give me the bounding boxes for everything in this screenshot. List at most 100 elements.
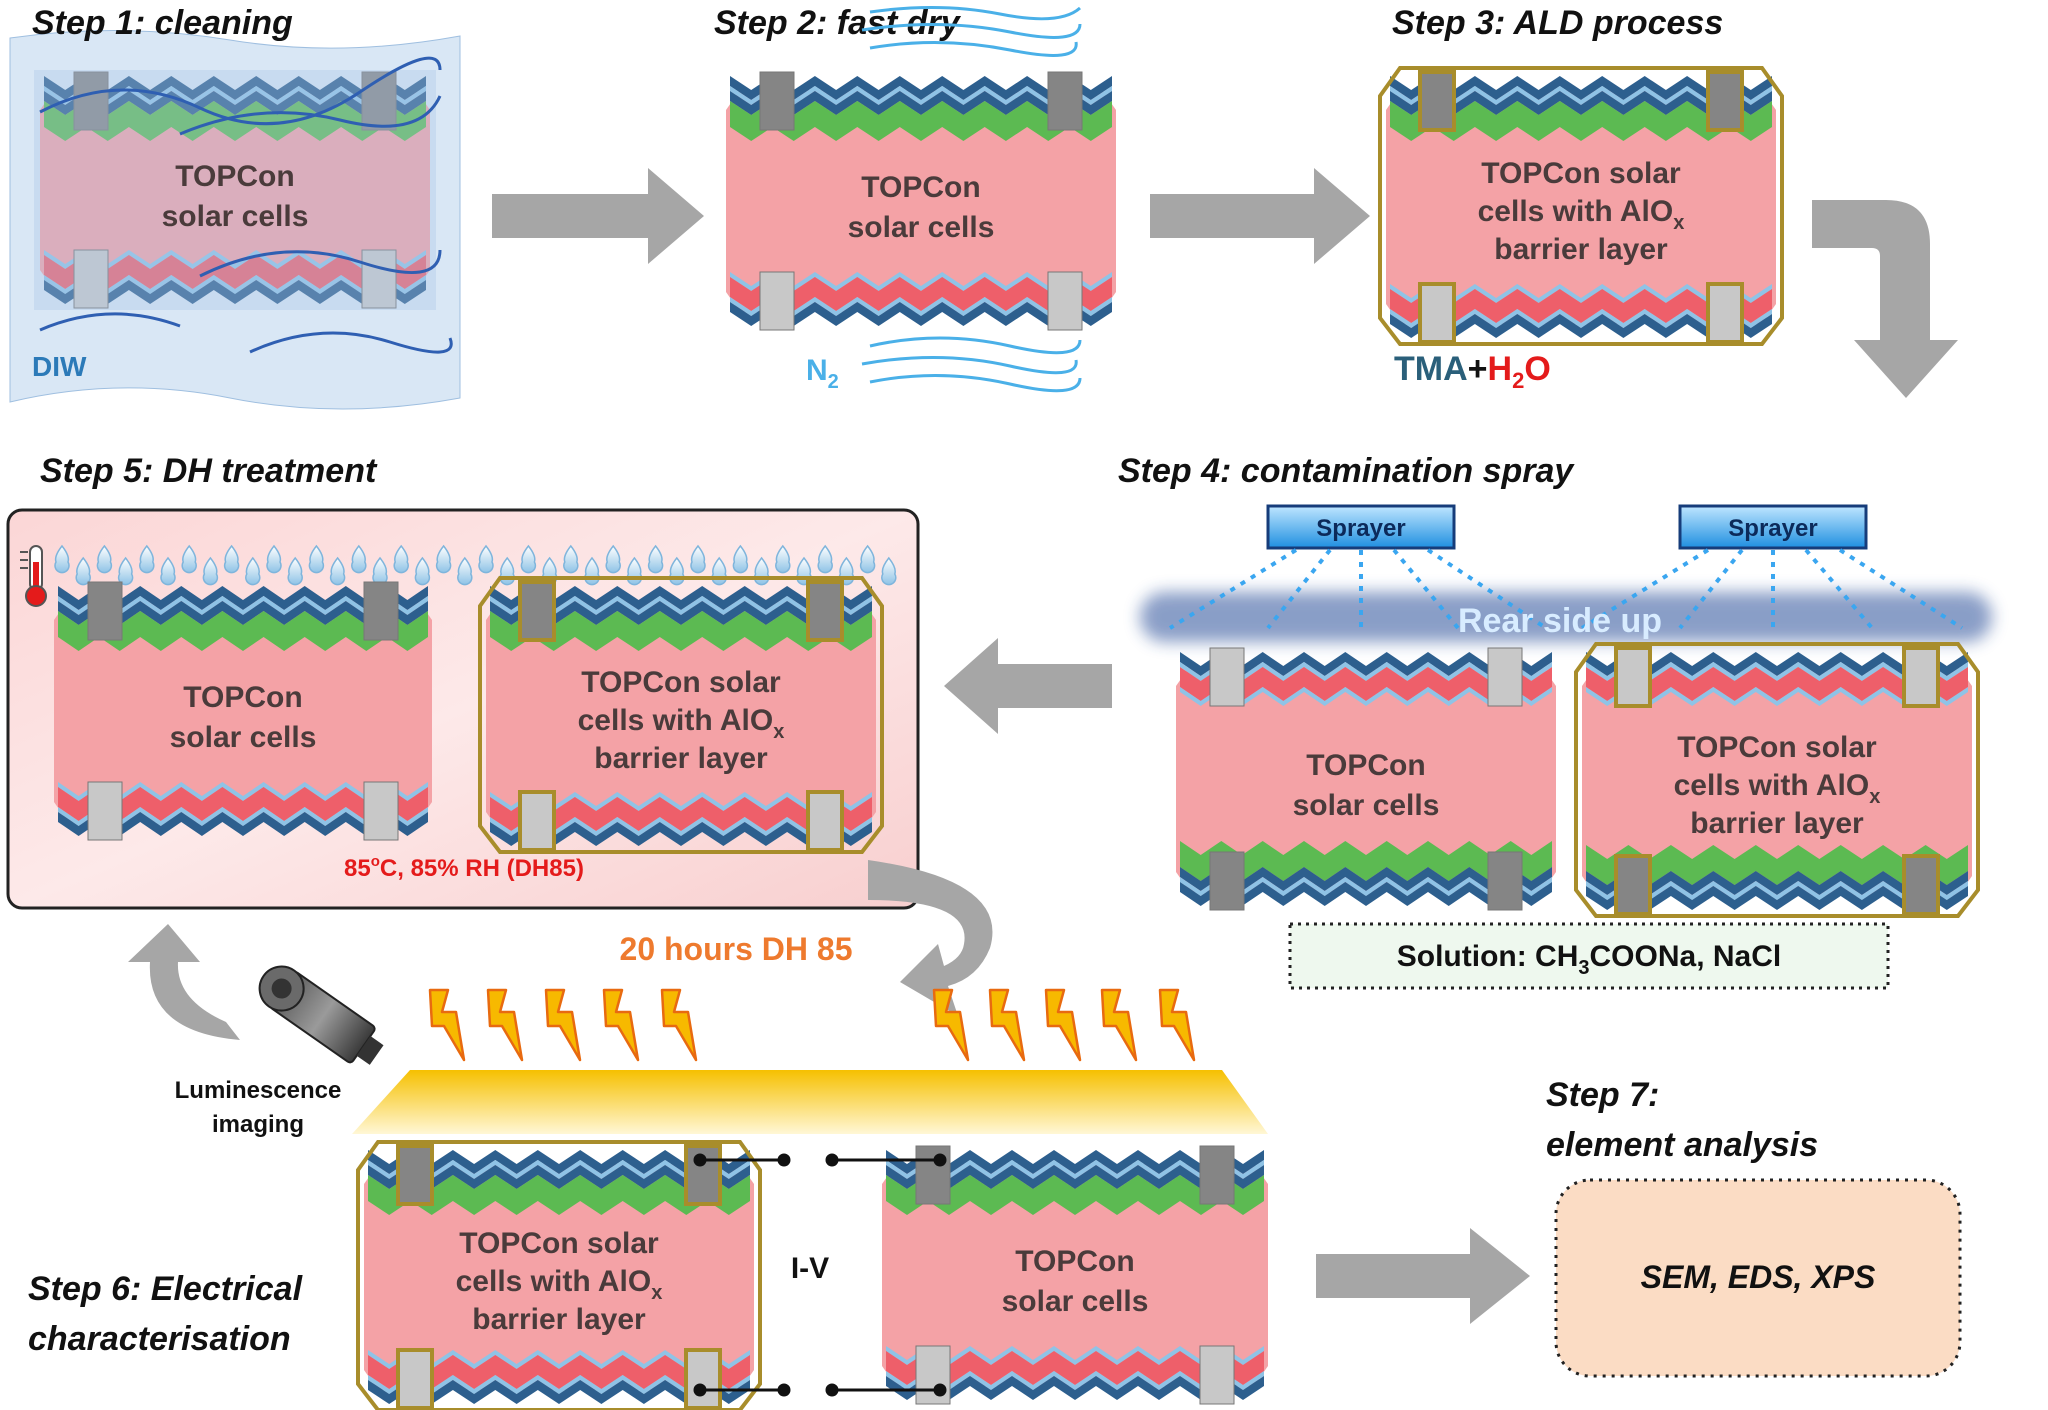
cell-layer-top xyxy=(1586,667,1968,701)
cell-layer-top xyxy=(1180,662,1552,681)
step7-group: Step 7: element analysis SEM, EDS, XPS xyxy=(1546,1076,1962,1378)
lightning-bolt xyxy=(660,988,698,1062)
cell-layer-top xyxy=(1390,101,1772,141)
luminescence-label-line1: Luminescence xyxy=(175,1077,342,1104)
cell-contact xyxy=(1418,282,1456,344)
solution-label: Solution: CH3COONa, NaCl xyxy=(1397,940,1781,979)
water-drop xyxy=(435,544,452,574)
cell-contact xyxy=(396,1144,434,1206)
lightning-bolt xyxy=(988,988,1026,1062)
cell-layer-top xyxy=(1390,91,1772,115)
water-drop xyxy=(181,544,197,574)
cell-contact xyxy=(396,1348,434,1410)
dh-condition-label: 85oC, 85% RH (DH85) xyxy=(344,853,584,882)
water-drop xyxy=(414,556,431,586)
lightning-bolt xyxy=(428,988,466,1062)
cell-layer-bottom xyxy=(44,255,426,289)
cell-layer-top xyxy=(886,1175,1264,1215)
lightning-bolt xyxy=(1044,988,1082,1062)
cell-layer-top xyxy=(730,91,1112,115)
cell-layer-top xyxy=(1586,662,1968,681)
cell-layer-top xyxy=(730,101,1112,141)
cell-label-line2: cells with AlOx xyxy=(578,704,785,743)
water-drop xyxy=(881,556,897,586)
lightning-bolt xyxy=(932,988,970,1062)
step1-title: Step 1: cleaning xyxy=(32,4,293,42)
hours-label: 20 hours DH 85 xyxy=(620,931,853,967)
cell-contact xyxy=(73,249,109,309)
cell-layer-top xyxy=(58,586,428,610)
cell-layer-bottom xyxy=(886,1351,1264,1385)
step4-group: Step 4: contamination spray Sprayer Spra… xyxy=(1118,452,1992,990)
cell-label-line1: TOPCon xyxy=(1015,1245,1134,1278)
cell-layer-top xyxy=(44,91,426,115)
cell-label-line2: solar cells xyxy=(1293,789,1440,822)
sprayer-left: Sprayer xyxy=(1266,504,1456,550)
aiox-outline xyxy=(1378,66,1784,346)
cell-layer-bottom xyxy=(368,1350,750,1369)
cell-layer-top xyxy=(58,611,428,651)
lightning-bolt xyxy=(544,988,582,1062)
cell-layer-bottom xyxy=(886,1376,1264,1400)
water-drop xyxy=(775,544,791,574)
cell-layer-top xyxy=(886,1165,1264,1189)
cell-layer-bottom xyxy=(1586,871,1968,895)
cell-body xyxy=(40,90,430,290)
aiox-outline xyxy=(1574,642,1980,918)
cell-body xyxy=(882,1164,1268,1386)
cell-layer-bottom xyxy=(1586,845,1968,885)
sprayer-left-label: Sprayer xyxy=(1316,515,1405,542)
cell-body xyxy=(54,600,432,822)
lightning-bolt xyxy=(486,988,524,1062)
cell-layer-top xyxy=(368,1150,750,1174)
cell-contact xyxy=(1487,851,1523,911)
water-overlay xyxy=(34,70,436,310)
cell-layer-top xyxy=(886,1150,1264,1174)
cell-layer-bottom xyxy=(1180,867,1552,891)
curved-arrow-right xyxy=(868,860,993,1016)
cell-layer-bottom xyxy=(490,822,872,846)
cell-step5-plain: TOPCon solar cells xyxy=(54,581,432,841)
cell-layer-bottom xyxy=(1586,881,1968,900)
arrow-step4-to-step5 xyxy=(944,638,1112,734)
water-drop xyxy=(287,556,303,586)
cell-label-line2: solar cells xyxy=(162,200,309,233)
cell-label-line3: barrier layer xyxy=(594,742,768,775)
cell-label-line1: TOPCon solar xyxy=(459,1227,659,1260)
cell-contact xyxy=(518,790,556,852)
light-bolts xyxy=(428,988,1196,1062)
cell-contact xyxy=(1487,647,1523,707)
cell-body xyxy=(726,90,1116,312)
cell-label-line2: solar cells xyxy=(170,721,317,754)
water-waves xyxy=(39,56,453,354)
solution-box xyxy=(1288,922,1890,990)
lightning-bolt xyxy=(602,988,640,1062)
cell-layer-top xyxy=(1586,652,1968,676)
cell-contact xyxy=(806,790,844,852)
cell-layer-top xyxy=(730,76,1112,100)
diw-label: DIW xyxy=(32,351,87,382)
cell-label-line2: cells with AlOx xyxy=(1674,769,1881,808)
aiox-outline xyxy=(356,1140,762,1410)
iv-label: I-V xyxy=(791,1252,829,1285)
water-drop xyxy=(351,544,367,574)
cell-layer-bottom xyxy=(44,275,426,294)
cell-contact xyxy=(87,581,123,641)
cell-layer-bottom xyxy=(490,797,872,831)
cell-contact xyxy=(87,781,123,841)
cell-layer-top xyxy=(368,1175,750,1215)
cell-body xyxy=(1386,90,1776,324)
water-drop xyxy=(457,556,473,586)
cell-body xyxy=(364,1164,754,1390)
water-drop xyxy=(308,544,325,574)
cell-label-line1: TOPCon xyxy=(183,681,302,714)
cell-contact xyxy=(1418,70,1456,132)
cell-body xyxy=(1176,666,1556,892)
step7-title-line1: Step 7: xyxy=(1546,1076,1659,1114)
